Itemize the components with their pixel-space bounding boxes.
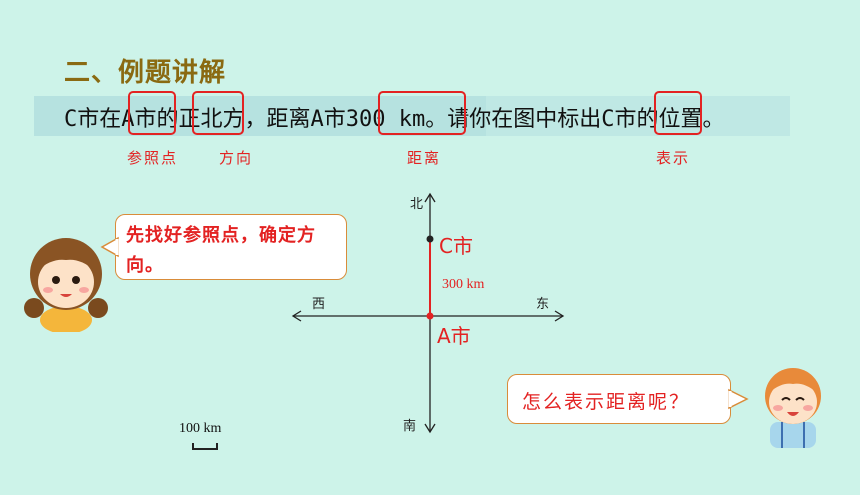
problem-part: 。请你在图中标出: [425, 107, 602, 132]
c-city-point: [426, 235, 434, 243]
problem-part: C市在: [64, 107, 122, 132]
compass-east-label: 东: [536, 297, 550, 312]
problem-statement: C市在A市的正北方，距离A市300 km。请你在图中标出C市的位置。: [64, 101, 725, 133]
compass-south-label: 南: [403, 419, 417, 434]
highlight-box-reference: [128, 91, 176, 135]
a-city-point: [426, 312, 434, 320]
problem-part: 的位置。: [636, 107, 725, 132]
south-arrow-icon: [424, 423, 436, 434]
compass-north-label: 北: [410, 197, 424, 212]
bubble-left-tail: [100, 236, 119, 258]
problem-band-right: [486, 96, 790, 136]
highlight-box-represent: [654, 91, 702, 135]
west-arrow-icon: [291, 310, 302, 322]
girl-avatar-icon: [24, 238, 108, 332]
label-represent: 表示: [656, 149, 691, 167]
highlight-box-direction: [192, 91, 244, 135]
problem-part-c-city: C市: [601, 107, 637, 132]
compass-west-label: 西: [312, 297, 326, 312]
speech-bubble-right: [507, 374, 731, 424]
bubble-right-tail: [728, 388, 749, 410]
label-direction: 方向: [219, 149, 254, 167]
problem-band: [34, 96, 486, 136]
speech-bubble-left: [115, 214, 347, 280]
scale-bar: [192, 443, 218, 450]
east-arrow-icon: [554, 310, 565, 322]
problem-part-north: 正北: [178, 107, 223, 132]
bubble-left-text: 先找好参照点，确定方向。: [126, 225, 316, 276]
problem-part-distance: 300 km: [345, 107, 426, 132]
distance-label: 300 km: [442, 277, 485, 292]
label-distance: 距离: [407, 149, 442, 167]
boy-avatar-icon: [765, 368, 821, 448]
bubble-right-text: 怎么表示距离呢？: [522, 391, 691, 413]
a-city-label: A市: [437, 324, 471, 348]
north-arrow-icon: [424, 192, 436, 203]
highlight-box-distance: [378, 91, 466, 135]
c-city-label: C市: [439, 234, 473, 258]
problem-part: 的: [156, 107, 179, 132]
scale-label: 100 km: [179, 421, 222, 436]
label-reference-point: 参照点: [127, 149, 179, 167]
section-heading: 二、例题讲解: [64, 58, 227, 88]
problem-part-a-city: A市: [121, 107, 157, 132]
